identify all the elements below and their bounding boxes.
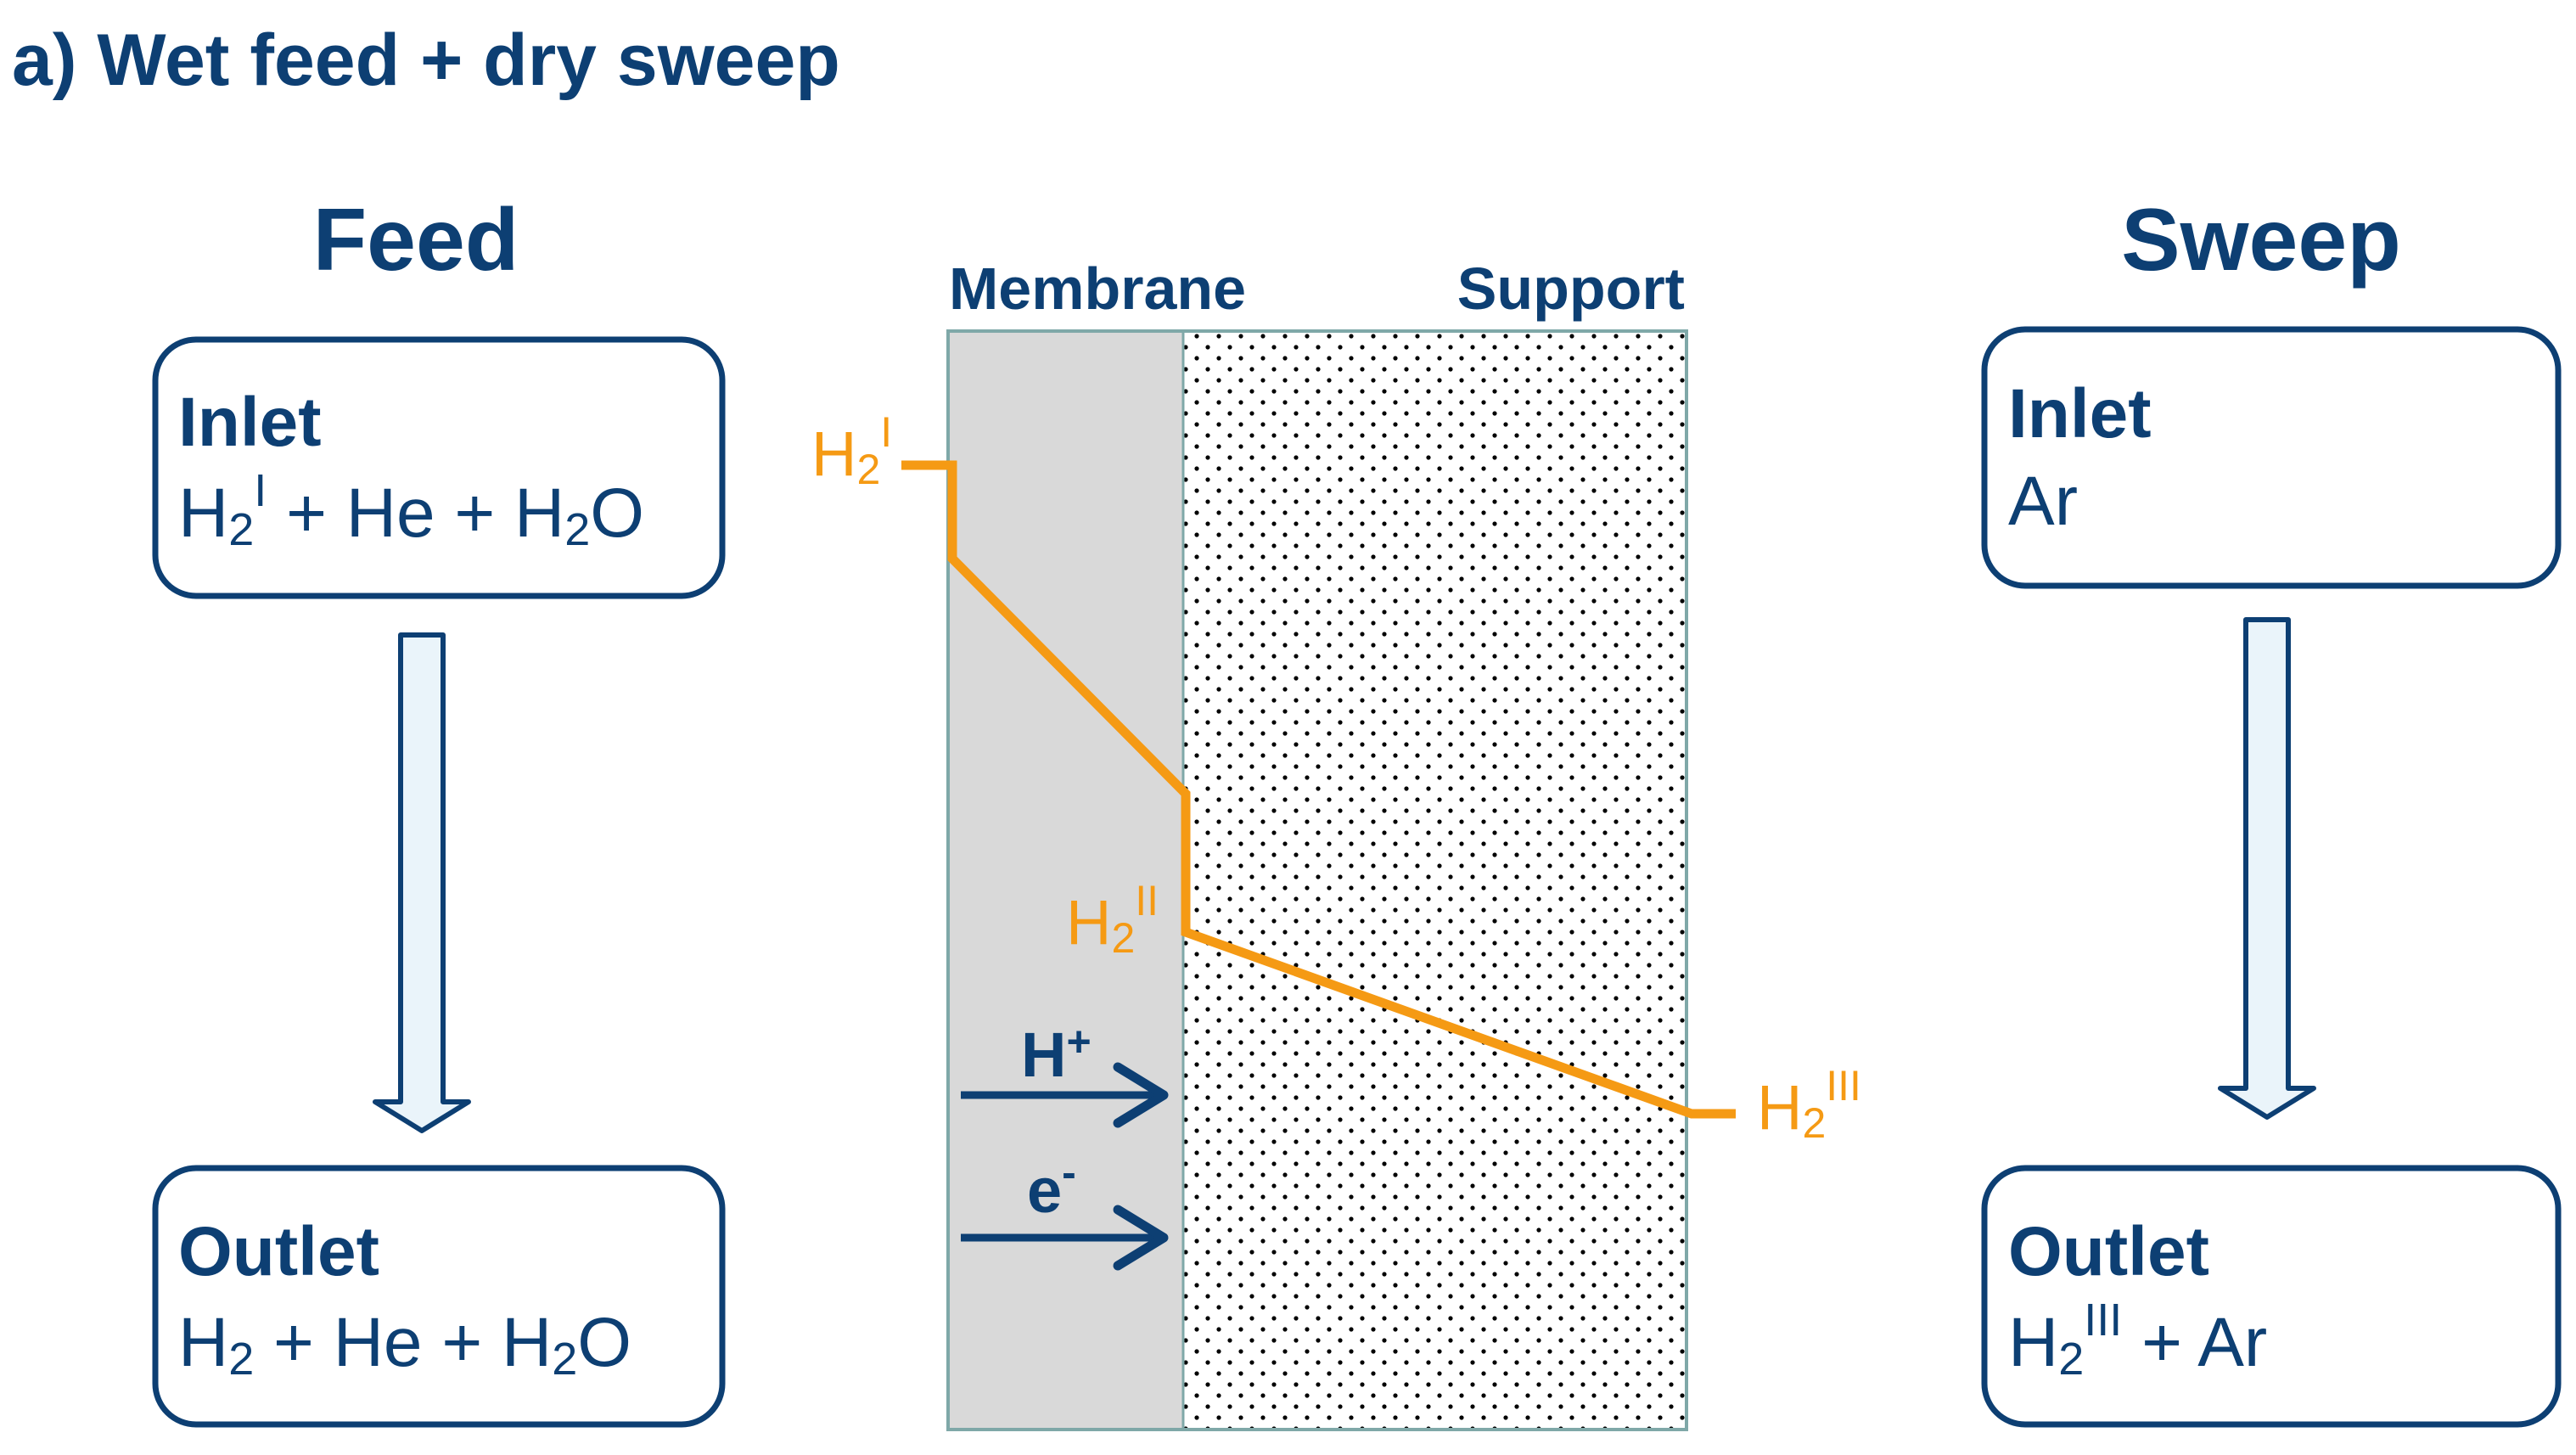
feed-outlet-label: Outlet (178, 1213, 379, 1290)
membrane-label: Membrane (949, 256, 1246, 322)
electron-label: e- (1027, 1149, 1076, 1226)
h2-feed-side-label: H2I (811, 408, 892, 493)
feed-flow-arrow (373, 632, 471, 1133)
h2-sweep-side-label: H2III (1757, 1062, 1861, 1147)
sweep-flow-arrow (2218, 617, 2316, 1120)
feed-heading: Feed (313, 191, 519, 289)
feed-inlet-box (152, 336, 726, 599)
electron-arrow-head-icon (1113, 1205, 1169, 1271)
sweep-heading: Sweep (2121, 191, 2400, 289)
sweep-inlet-box (1981, 326, 2562, 589)
feed-inlet-label: Inlet (178, 384, 322, 461)
proton-label: H+ (1021, 1018, 1092, 1090)
support-label: Support (1457, 256, 1685, 322)
feed-outlet-box (152, 1165, 726, 1428)
sweep-outlet-label: Outlet (2008, 1213, 2209, 1290)
h2-concentration-profile (901, 460, 1736, 1119)
sweep-outlet-formula: H2III + Ar (2008, 1295, 2267, 1385)
figure-title: a) Wet feed + dry sweep (12, 20, 840, 101)
proton-arrow-head-icon (1113, 1062, 1169, 1128)
sweep-inlet-label: Inlet (2008, 375, 2152, 452)
membrane-support-frame (946, 329, 1688, 1431)
support-layer (1183, 331, 1686, 1430)
feed-outlet-formula: H2 + He + H2O (178, 1304, 631, 1385)
sweep-inlet-formula: Ar (2008, 463, 2078, 540)
h2-interface-label: H2II (1066, 877, 1159, 962)
sweep-outlet-box (1981, 1165, 2562, 1428)
feed-inlet-formula: H2I + He + H2O (178, 465, 644, 555)
